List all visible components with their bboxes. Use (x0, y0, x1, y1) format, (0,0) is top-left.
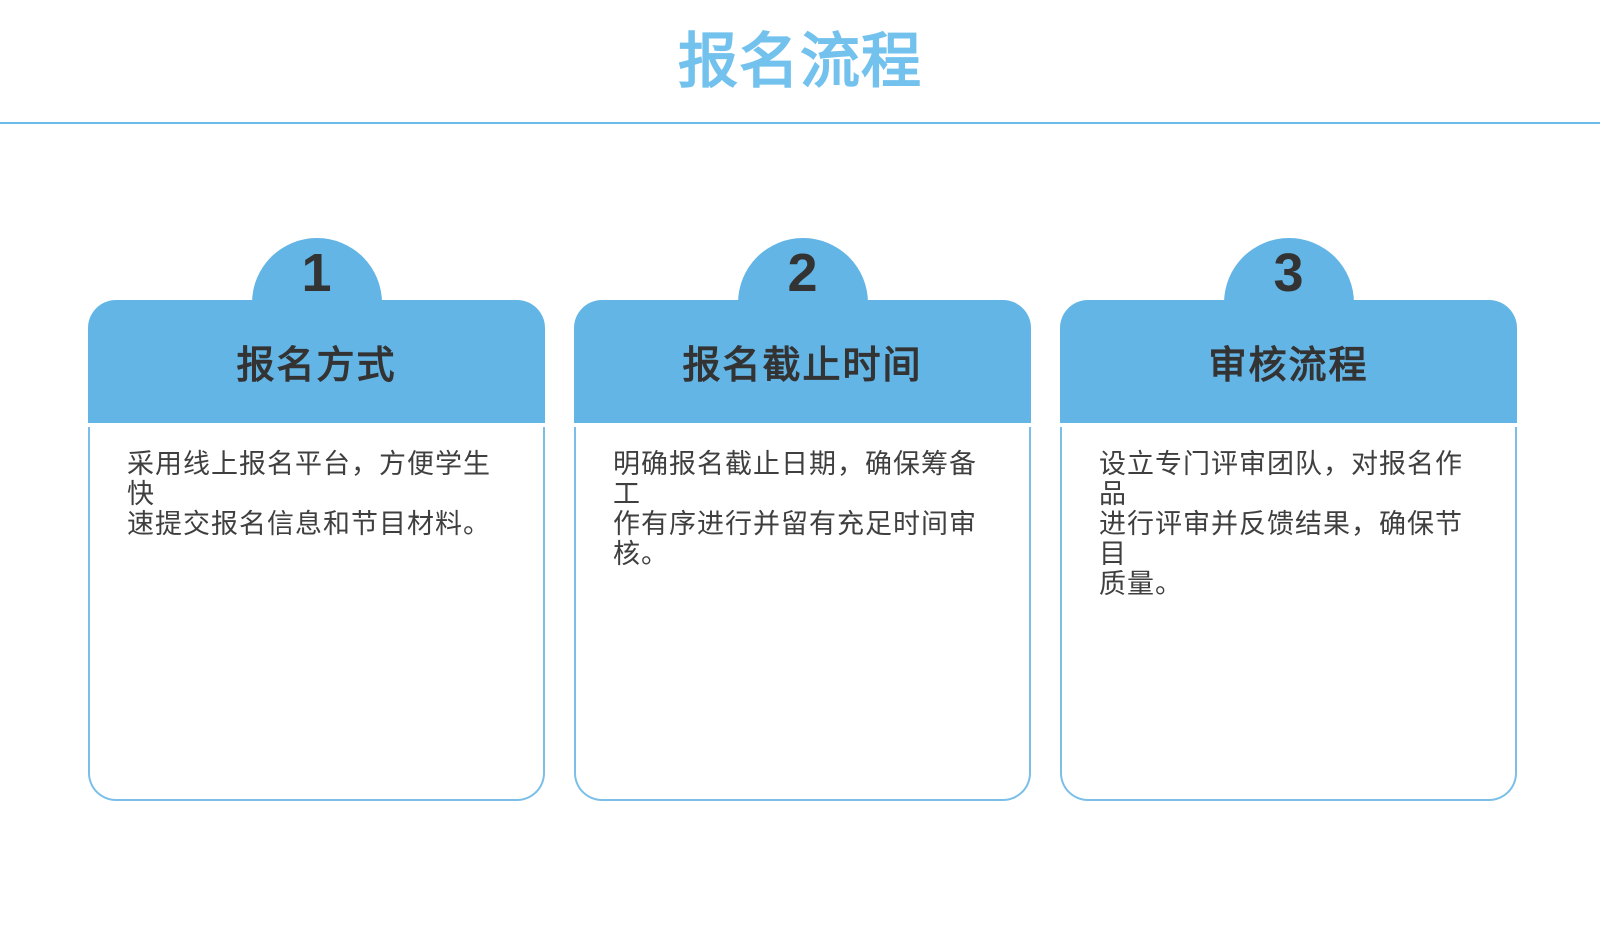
step-card-2: 2 报名截止时间 明确报名截止日期，确保筹备工 作有序进行并留有充足时间审 核。 (574, 238, 1031, 801)
step-2-description: 明确报名截止日期，确保筹备工 作有序进行并留有充足时间审 核。 (613, 449, 977, 569)
step-2-header: 报名截止时间 (574, 300, 1031, 423)
step-2-body: 明确报名截止日期，确保筹备工 作有序进行并留有充足时间审 核。 (574, 427, 1031, 801)
step-3-description: 设立专门评审团队，对报名作品 进行评审并反馈结果，确保节目 质量。 (1099, 449, 1463, 599)
title-divider (0, 122, 1600, 124)
step-1-title: 报名方式 (236, 345, 397, 387)
slide: 报名流程 1 报名方式 采用线上报名平台，方便学生快 速提交报名信息和节目材料。… (0, 30, 1600, 801)
step-card-3: 3 审核流程 设立专门评审团队，对报名作品 进行评审并反馈结果，确保节目 质量。 (1060, 238, 1517, 801)
step-3-header: 审核流程 (1060, 300, 1517, 423)
page-title: 报名流程 (678, 28, 922, 95)
step-1-number: 1 (301, 243, 332, 303)
step-3-title: 审核流程 (1208, 345, 1369, 387)
step-3-number: 3 (1273, 243, 1304, 303)
step-3-body: 设立专门评审团队，对报名作品 进行评审并反馈结果，确保节目 质量。 (1060, 427, 1517, 801)
step-2-title: 报名截止时间 (682, 345, 923, 387)
step-2-number: 2 (787, 243, 818, 303)
step-1-body: 采用线上报名平台，方便学生快 速提交报名信息和节目材料。 (88, 427, 545, 801)
step-1-header: 报名方式 (88, 300, 545, 423)
step-1-description: 采用线上报名平台，方便学生快 速提交报名信息和节目材料。 (127, 449, 491, 539)
step-card-1: 1 报名方式 采用线上报名平台，方便学生快 速提交报名信息和节目材料。 (88, 238, 545, 801)
steps-row: 1 报名方式 采用线上报名平台，方便学生快 速提交报名信息和节目材料。 2 报名… (88, 238, 1517, 801)
